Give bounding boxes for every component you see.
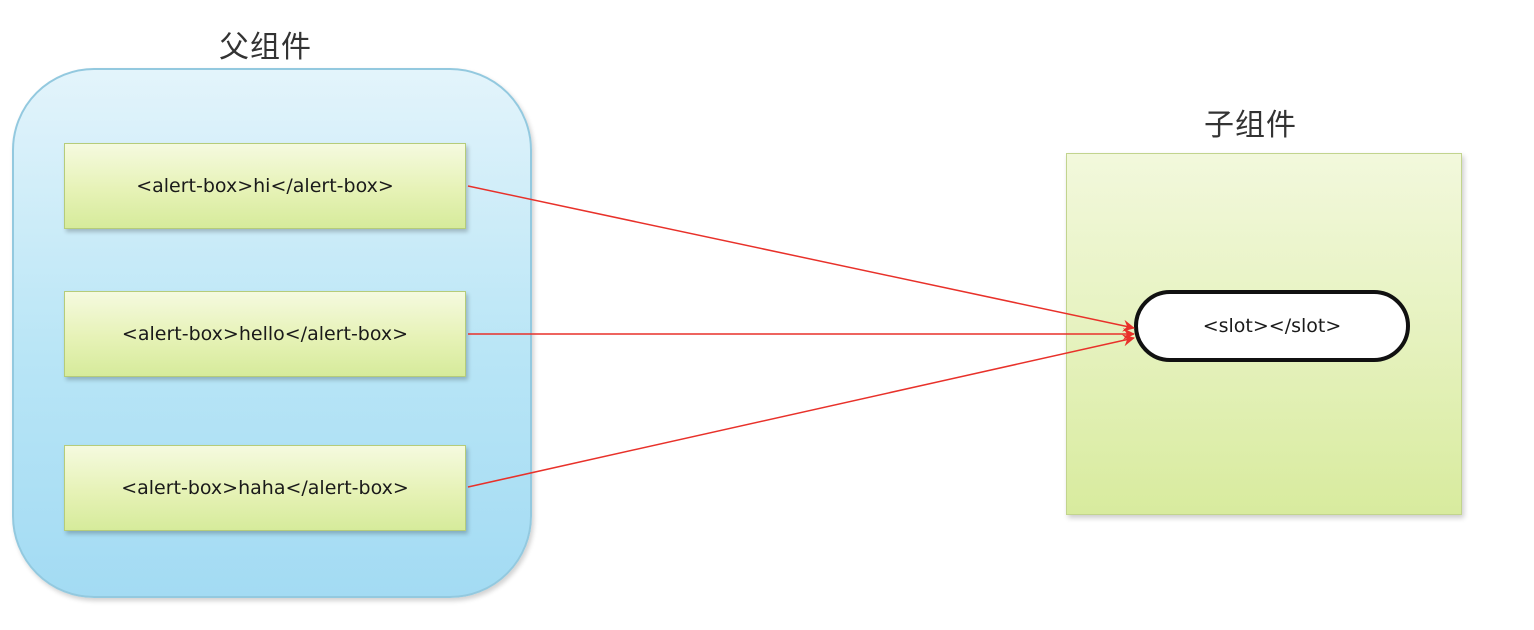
arrow-hi-to-slot — [467, 185, 1135, 332]
child-component-title: 子组件 — [1204, 108, 1297, 143]
parent-component-title: 父组件 — [219, 30, 312, 65]
alert-box-haha: <alert-box>haha</alert-box> — [64, 445, 466, 531]
alert-box-hello: <alert-box>hello</alert-box> — [64, 291, 466, 377]
arrow-haha-to-slot — [467, 334, 1135, 488]
slot-element: <slot></slot> — [1134, 290, 1410, 362]
alert-box-hi: <alert-box>hi</alert-box> — [64, 143, 466, 229]
